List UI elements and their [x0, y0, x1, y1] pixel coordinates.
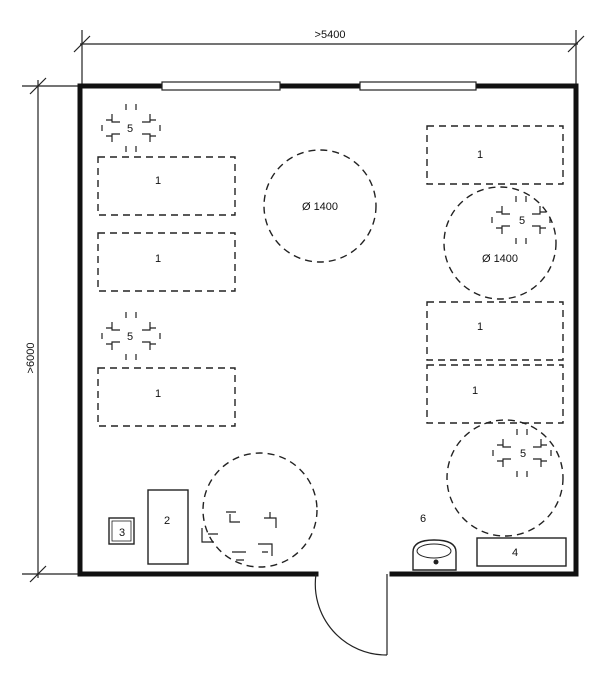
turning-circle-label: Ø 1400 [302, 201, 338, 213]
sink: 6 [412, 513, 457, 571]
workstation-label: 5 [127, 331, 133, 343]
turning-circle-center: Ø 1400 [263, 149, 377, 263]
width-dimension-label: >5400 [315, 29, 346, 41]
counter: 4 [476, 537, 567, 567]
table: 1 [426, 301, 564, 361]
table-label: 1 [155, 388, 161, 400]
cabinet-small: 3 [108, 517, 135, 545]
workstation: 5 [101, 311, 161, 361]
cabinet-tall-label: 2 [164, 515, 170, 527]
window-right [359, 81, 477, 91]
workstation: 5 [491, 195, 551, 245]
workstation: 5 [101, 103, 161, 153]
table: 1 [97, 367, 236, 427]
door[interactable] [314, 573, 388, 656]
turning-circle-right: Ø 1400 [443, 186, 557, 300]
table-label: 1 [155, 175, 161, 187]
workstation-label: 5 [519, 215, 525, 227]
width-dimension: >5400 [73, 29, 585, 84]
depth-dimension: >6000 [22, 77, 80, 583]
table: 1 [97, 232, 236, 292]
sink-label: 6 [420, 513, 426, 525]
table-label: 1 [155, 253, 161, 265]
turning-circle-lower-left [202, 452, 318, 568]
table: 1 [97, 156, 236, 216]
turning-circle-lower-right [446, 419, 564, 537]
window-left [161, 81, 281, 91]
table-label: 1 [477, 321, 483, 333]
workstation-label: 5 [520, 448, 526, 460]
workstation: 5 [492, 428, 552, 478]
table-label: 1 [477, 149, 483, 161]
table: 1 [426, 364, 564, 424]
depth-dimension-label: >6000 [25, 343, 37, 374]
table: 1 [426, 125, 564, 185]
table-label: 1 [472, 385, 478, 397]
turning-circle-label: Ø 1400 [482, 253, 518, 265]
chair-fragments [201, 511, 277, 561]
counter-label: 4 [512, 547, 518, 559]
cabinet-small-label: 3 [119, 527, 125, 539]
cabinet-tall: 2 [147, 489, 189, 565]
workstation-label: 5 [127, 123, 133, 135]
